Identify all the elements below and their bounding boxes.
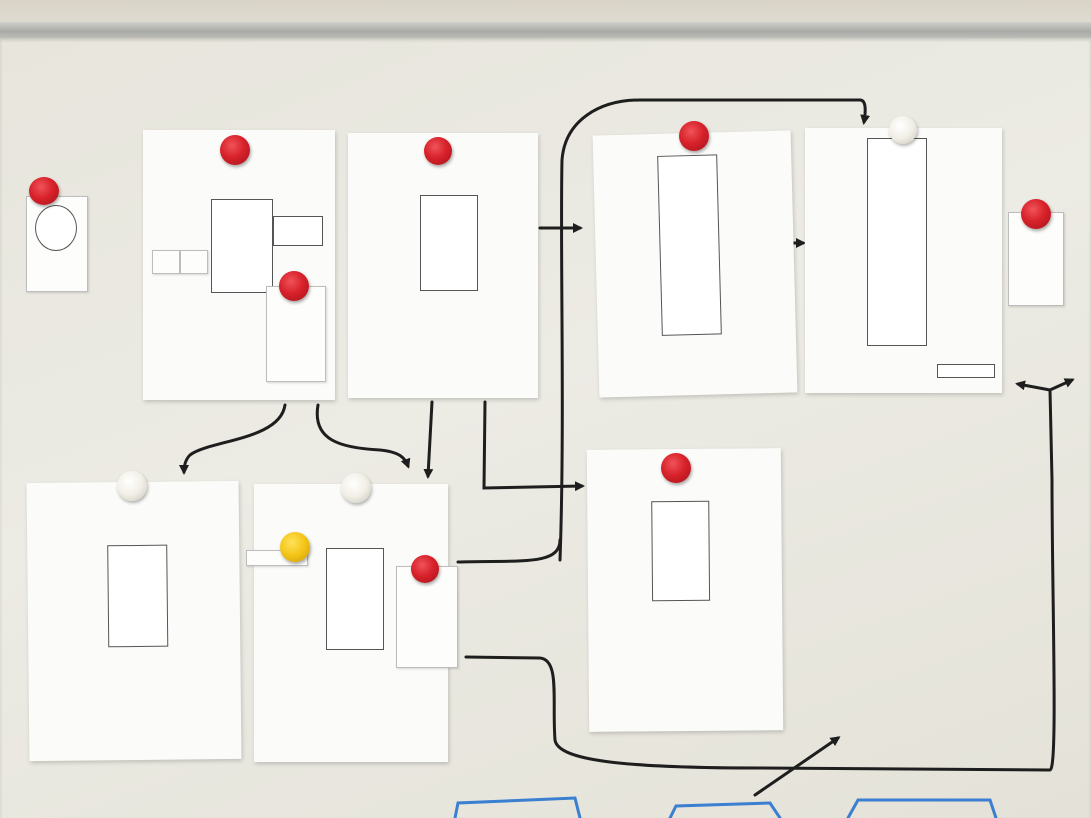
whiteboard-rail [0,22,1091,38]
paper-sheet-menu [348,133,538,398]
paper-slip-left-1 [152,250,180,274]
paper-slip-dial [26,196,88,292]
magnet-icon [661,453,691,483]
arrow-line [482,400,585,492]
sketch-phone-home [211,199,273,293]
arrow-line [464,378,1075,772]
magnet-icon [424,137,452,165]
magnet-icon [679,121,709,151]
paper-sheet-detail [805,128,1002,393]
arrow-line [179,403,287,475]
arrow-line [315,403,411,469]
sketch-phone-menu [420,195,478,291]
magnet-icon [1021,199,1051,229]
arrow-line [423,400,434,479]
sketch-phone-form [107,544,169,648]
sketch-phone-list [657,154,722,336]
arrow-line [1015,380,1052,392]
paper-sheet-form [26,480,242,762]
arrow-line [456,538,562,564]
sketch-card [273,216,323,246]
magnet-icon [411,555,439,583]
sketch-phone-detail [867,138,927,346]
sketch-phone-calendar [651,500,711,602]
paper-sheet-list [592,130,798,398]
sketch-dial [35,205,77,251]
paper-slip-left-2 [180,250,208,274]
magnet-icon [889,116,917,144]
sketch-button [937,364,995,378]
magnet-icon [280,532,310,562]
magnet-icon [279,271,309,301]
magnet-icon [341,473,371,503]
sketch-phone-checklist [326,548,384,650]
blue-marker-strokes [453,796,998,818]
arrow-line [753,736,841,797]
magnet-icon [220,135,250,165]
arrow-line [558,98,871,562]
paper-sheet-calendar [586,448,784,732]
magnet-icon [29,177,59,205]
magnet-icon [117,471,147,501]
